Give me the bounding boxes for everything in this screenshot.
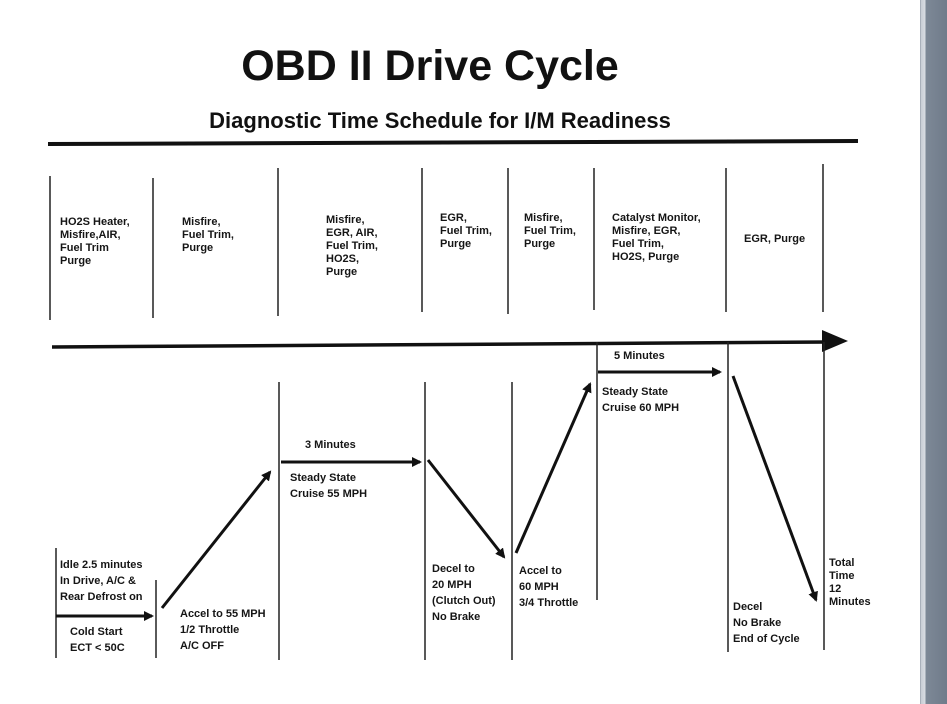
monitor-dividers	[49, 164, 824, 320]
page-title: OBD II Drive Cycle	[241, 42, 619, 90]
monitor-label: HO2S Heater, Misfire,AIR, Fuel Trim Purg…	[60, 216, 130, 267]
window-scrollbar[interactable]	[920, 0, 947, 704]
decel-20-arrow	[426, 459, 506, 559]
monitor-label: Misfire, Fuel Trim, Purge	[182, 216, 234, 254]
duration-5-label: 5 Minutes	[614, 350, 665, 362]
decel-end-arrow	[731, 375, 818, 602]
decel-20-label: Decel to 20 MPH (Clutch Out) No Brake	[432, 563, 496, 623]
cold-start-label: Cold Start ECT < 50C	[70, 626, 125, 654]
cruise-55-label: Steady State Cruise 55 MPH	[290, 472, 368, 500]
monitor-label: EGR, Fuel Trim, Purge	[440, 212, 492, 250]
monitor-label: Misfire, EGR, AIR, Fuel Trim, HO2S, Purg…	[326, 214, 378, 278]
idle-label: Idle 2.5 minutes In Drive, A/C & Rear De…	[60, 559, 143, 603]
page-subtitle: Diagnostic Time Schedule for I/M Readine…	[209, 108, 671, 133]
phase-dividers	[55, 342, 825, 660]
monitor-label: Catalyst Monitor, Misfire, EGR, Fuel Tri…	[612, 212, 701, 263]
cruise-60-label: Steady State Cruise 60 MPH	[602, 386, 680, 414]
monitor-label: EGR, Purge	[744, 233, 806, 245]
total-time-label: Total Time 12 Minutes	[829, 557, 871, 608]
duration-3-label: 3 Minutes	[305, 439, 356, 451]
monitor-label: Misfire, Fuel Trim, Purge	[524, 212, 576, 250]
accel-60-arrow	[514, 382, 592, 554]
accel-60-label: Accel to 60 MPH 3/4 Throttle	[519, 565, 579, 609]
accel-55-arrow	[160, 470, 272, 609]
title-rule	[47, 139, 859, 146]
timeline-arrow	[51, 340, 831, 349]
decel-end-label: Decel No Brake End of Cycle	[733, 601, 800, 645]
timeline-arrowhead	[822, 330, 848, 352]
accel-55-label: Accel to 55 MPH 1/2 Throttle A/C OFF	[180, 608, 266, 652]
